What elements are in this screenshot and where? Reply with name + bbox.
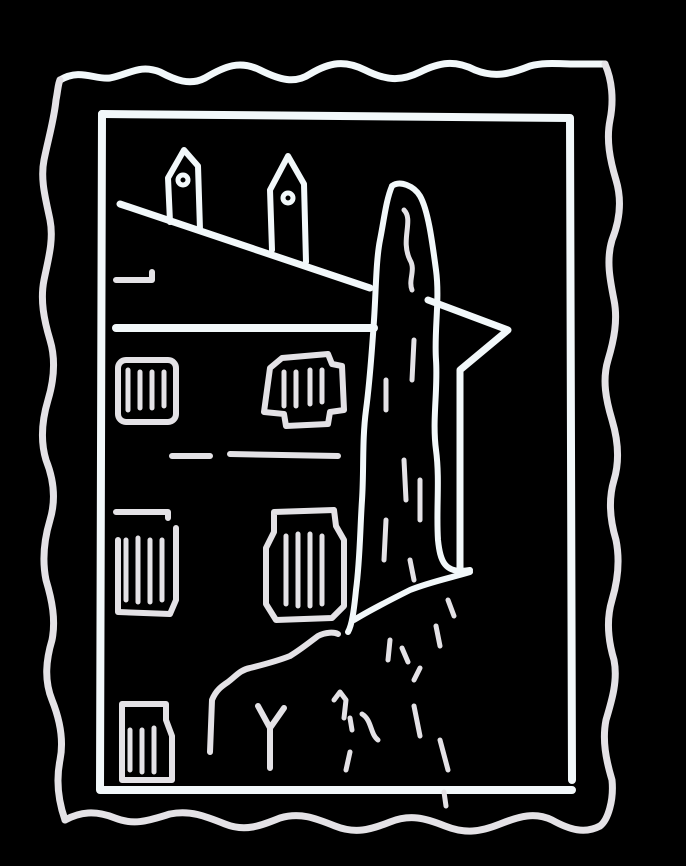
window-upper-left	[115, 357, 179, 425]
window-lower-left	[119, 701, 175, 783]
window-upper-center	[261, 351, 347, 429]
windows	[113, 351, 347, 783]
roof-and-chimneys	[113, 147, 374, 292]
window-middle-left	[113, 509, 179, 617]
shrubs	[207, 597, 457, 809]
window-middle-center	[263, 507, 347, 623]
building-eave	[112, 296, 512, 574]
cypress-tree	[345, 180, 473, 635]
wavy-outer-frame	[38, 60, 623, 835]
inner-rect-border	[96, 110, 576, 794]
